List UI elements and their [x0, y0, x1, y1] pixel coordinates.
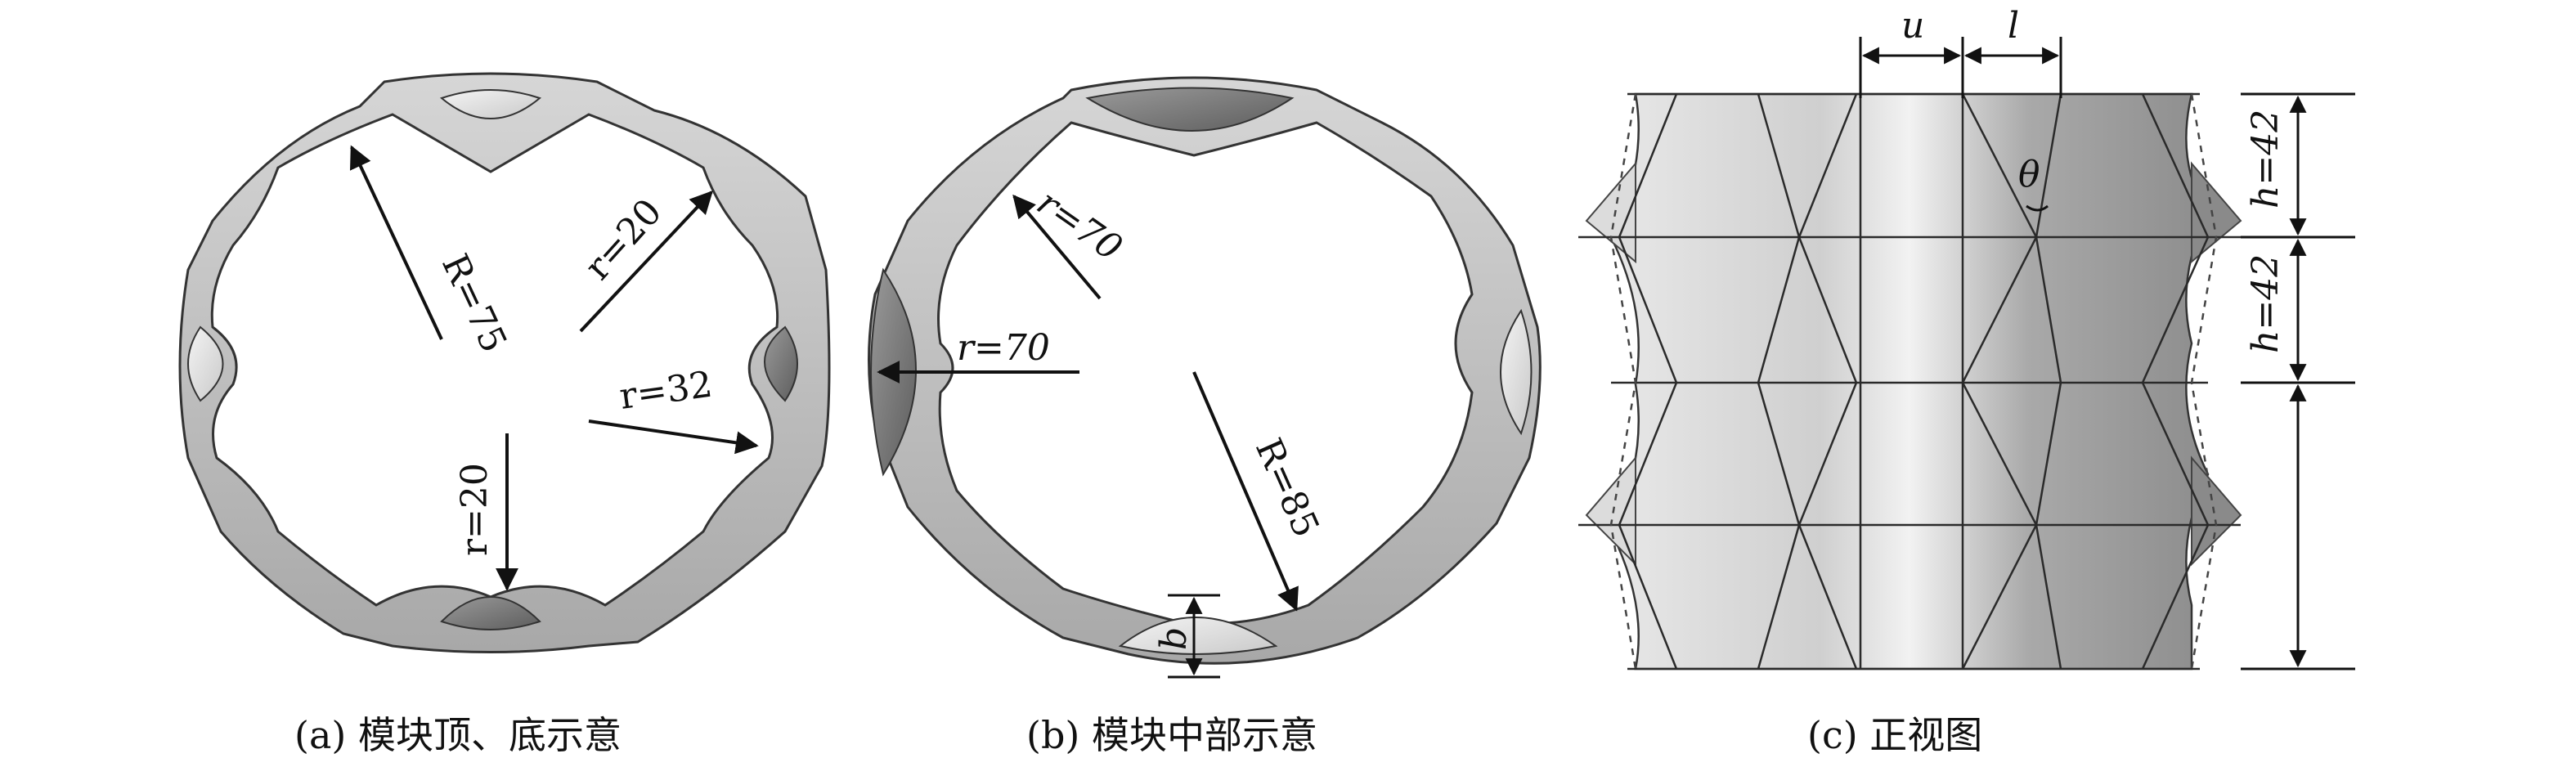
caption-b: (b) 模块中部示意	[1026, 713, 1317, 757]
panel-c-tip-right-1	[2191, 161, 2242, 264]
label-l: l	[2008, 5, 2019, 47]
panel-b: r=70 r=70 R=85 b (b) 模块中部示意	[868, 76, 1542, 757]
theta-arc	[2026, 204, 2049, 212]
panel-b-lobe-right	[1500, 308, 1533, 436]
label-b: b	[1153, 627, 1195, 650]
panel-c: θ u l h=42 h=42 (c) 正视图	[1578, 5, 2355, 757]
label-h-top: h=42	[2245, 110, 2287, 209]
arrow-r70-tl	[1012, 194, 1102, 300]
panel-c-mesh	[1578, 92, 2241, 671]
caption-c: (c) 正视图	[1807, 713, 1982, 757]
panel-b-lobe-top	[1085, 87, 1295, 132]
panel-c-tip-right-2	[2191, 455, 2242, 567]
panel-a-hole	[210, 113, 779, 607]
panel-a-lobe-right	[764, 325, 798, 402]
label-r70-l: r=70	[957, 327, 1050, 369]
panel-a-lobe-top	[439, 89, 542, 119]
label-u: u	[1901, 5, 1924, 47]
panel-c-body	[1609, 92, 2210, 671]
panel-a-lobe-left	[187, 325, 224, 402]
arrow-R85	[1192, 371, 1299, 612]
caption-a: (a) 模块顶、底示意	[294, 713, 622, 757]
arrow-r20-tr	[579, 190, 713, 333]
panel-b-hole	[937, 121, 1474, 625]
arrow-r32	[588, 419, 759, 455]
arrow-R75	[350, 145, 443, 340]
label-h-mid: h=42	[2245, 254, 2287, 353]
panel-a-lobe-bottom	[440, 596, 541, 630]
label-theta: θ	[2018, 154, 2040, 195]
label-r20-b: r=20	[454, 463, 496, 556]
panel-a: R=75 r=20 r=32 r=20 (a) 模块顶、底示意	[178, 72, 831, 757]
